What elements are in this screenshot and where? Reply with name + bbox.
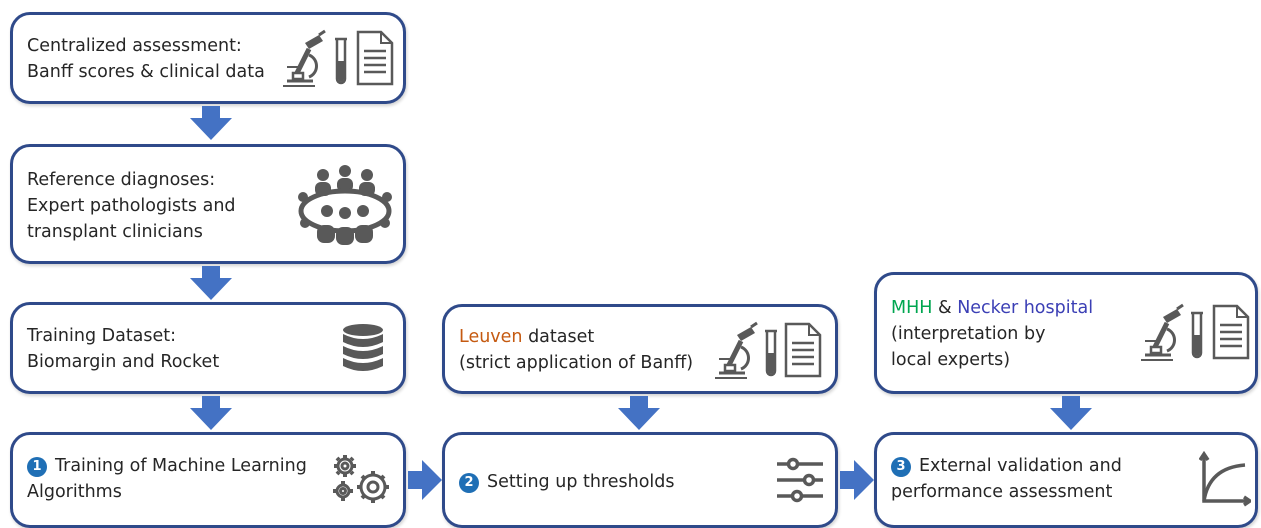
sliders-icon [777,457,823,503]
leuven-highlight: Leuven [459,327,523,347]
step1-line1: Training of Machine Learning [55,456,307,476]
step1-text: 1 Training of Machine Learning Algorithms [27,453,307,505]
reference-text: Reference diagnoses: Expert pathologists… [27,167,236,245]
database-icon [343,324,383,371]
centralized-text: Centralized assessment: Banff scores & c… [27,33,265,85]
arrow-down-mhh [1050,396,1092,430]
necker-label: Necker hospital [957,298,1094,318]
gears-icon [333,455,389,503]
leuven-line2: (strict application of Banff) [459,353,694,373]
leuven-text: Leuven dataset (strict application of Ba… [459,324,693,376]
reference-line2: Expert pathologists and [27,196,236,216]
meeting-group-icon [298,165,392,245]
mhh-necker-box: MHH & Necker hospital (interpretation by… [874,272,1258,394]
training-dataset-box: Training Dataset: Biomargin and Rocket [10,302,406,394]
centralized-line2: Banff scores & clinical data [27,62,265,82]
leuven-dataset-box: Leuven dataset (strict application of Ba… [442,304,838,394]
leuven-line1-rest: dataset [522,327,595,347]
arrow-down-leuven [618,396,660,430]
reference-line3: transplant clinicians [27,222,203,242]
step3-text: 3 External validation and performance ass… [891,453,1122,505]
step3-box: 3 External validation and performance ass… [874,432,1258,528]
mhh-ampersand: & [932,298,958,318]
arrow-right-1 [408,460,442,500]
step1-number-badge: 1 [27,457,47,477]
reference-line1: Reference diagnoses: [27,170,216,190]
performance-curve-icon [1199,451,1251,507]
step3-number-badge: 3 [891,457,911,477]
mhh-label: MHH [891,298,933,318]
arrow-down-3 [190,396,232,430]
step2-number-badge: 2 [459,473,479,493]
mhh-text: MHH & Necker hospital (interpretation by… [891,295,1093,373]
step2-line1: Setting up thresholds [487,472,675,492]
mhh-line3: local experts) [891,350,1011,370]
step3-line1: External validation and [919,456,1122,476]
step1-line2: Algorithms [27,482,122,502]
arrow-right-2 [840,460,874,500]
training-dataset-text: Training Dataset: Biomargin and Rocket [27,323,219,375]
step2-text: 2 Setting up thresholds [459,469,675,495]
step3-line2: performance assessment [891,482,1113,502]
centralized-line1: Centralized assessment: [27,36,242,56]
arrow-down-1 [190,106,232,140]
reference-diagnoses-box: Reference diagnoses: Expert pathologists… [10,144,406,264]
arrow-down-2 [190,266,232,300]
mhh-line2: (interpretation by [891,324,1046,344]
training-dataset-line2: Biomargin and Rocket [27,352,220,372]
centralized-assessment-box: Centralized assessment: Banff scores & c… [10,12,406,104]
training-dataset-line1: Training Dataset: [27,326,177,346]
